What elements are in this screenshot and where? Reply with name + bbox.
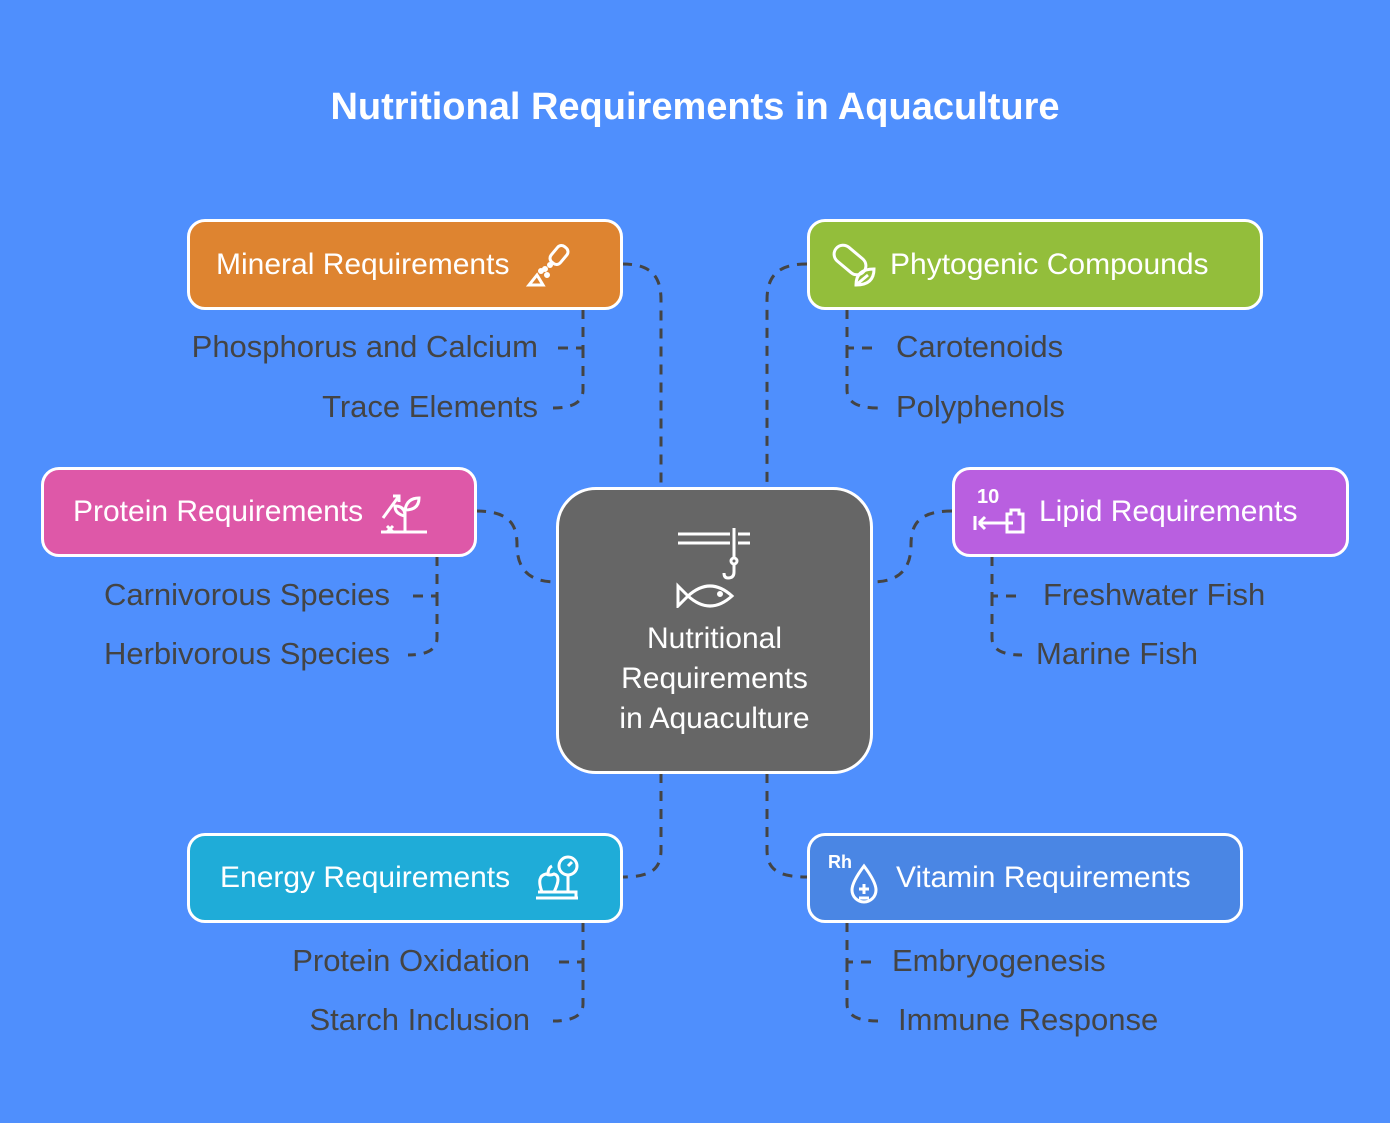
lipid-item-2: Marine Fish [1036,636,1198,671]
node-energy[interactable]: Energy Requirements [187,833,623,923]
connector-vitamin [765,773,808,879]
phytogenic-item-2: Polyphenols [896,389,1065,424]
node-vitamin[interactable]: Rh Vitamin Requirements [807,833,1243,923]
node-vitamin-label: Vitamin Requirements [896,861,1191,894]
connector-protein-items [407,556,439,657]
energy-item-1: Protein Oxidation [292,943,530,978]
connector-phytogenic-items [845,309,879,410]
connector-lipid-items [990,556,1023,657]
node-phytogenic[interactable]: Phytogenic Compounds [807,219,1263,310]
node-lipid[interactable]: 10 Lipid Requirements [952,467,1349,557]
blood-drop-icon-text: Rh [828,852,852,872]
connector-vitamin-items [845,922,879,1023]
node-mineral[interactable]: Mineral Requirements [187,219,623,310]
center-label-line1: Nutritional [646,622,783,655]
connector-mineral-items [552,309,585,410]
node-protein[interactable]: Protein Requirements [41,467,477,557]
connector-protein [475,509,557,584]
lipid-item-1: Freshwater Fish [1043,577,1266,612]
connector-phytogenic [765,262,808,487]
measurement-icon: 10 [973,486,1025,538]
node-energy-label: Energy Requirements [220,861,511,894]
center-node: Nutritional Requirements in Aquaculture [556,487,873,774]
vitamin-item-1: Embryogenesis [892,943,1106,978]
plant-growth-icon [381,494,428,534]
protein-item-2: Herbivorous Species [103,636,390,671]
phytogenic-item-1: Carotenoids [896,329,1064,364]
fishing-hook-fish-icon [676,528,750,610]
measurement-icon-text: 10 [977,486,1000,508]
center-label-line2: Requirements [621,662,808,695]
mineral-item-2: Trace Elements [322,389,538,424]
food-scale-icon [536,855,579,900]
blood-drop-icon: Rh [826,852,882,904]
protein-item-1: Carnivorous Species [103,577,390,612]
vitamin-item-2: Immune Response [898,1002,1159,1037]
connector-energy [621,773,663,879]
energy-item-2: Starch Inclusion [309,1002,530,1037]
capsule-leaf-icon [832,243,876,287]
node-phytogenic-label: Phytogenic Compounds [890,247,1209,281]
connector-energy-items [552,922,585,1023]
center-label-line3: in Aquaculture [619,702,810,735]
connector-lipid [871,509,953,584]
node-protein-label: Protein Requirements [73,495,364,528]
page-title: Nutritional Requirements in Aquaculture [330,86,1060,128]
salt-shaker-icon [526,243,570,286]
connector-mineral [621,262,663,487]
node-lipid-label: Lipid Requirements [1039,495,1298,528]
mineral-item-1: Phosphorus and Calcium [191,329,538,364]
node-mineral-label: Mineral Requirements [216,247,510,281]
